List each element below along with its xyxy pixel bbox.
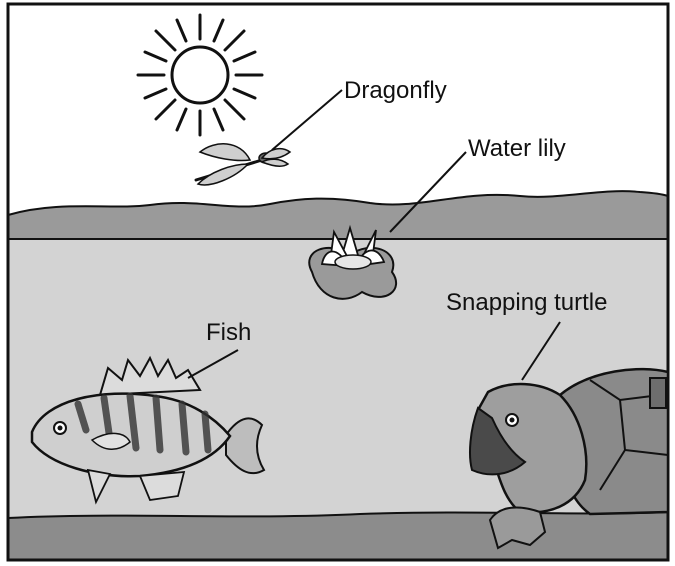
sun-icon (138, 15, 262, 135)
fish-label: Fish (206, 319, 251, 346)
pond-bottom (8, 512, 668, 560)
water-lily-label: Water lily (468, 135, 566, 162)
dragonfly-label: Dragonfly (344, 77, 447, 104)
snapping-turtle-label: Snapping turtle (446, 289, 607, 316)
